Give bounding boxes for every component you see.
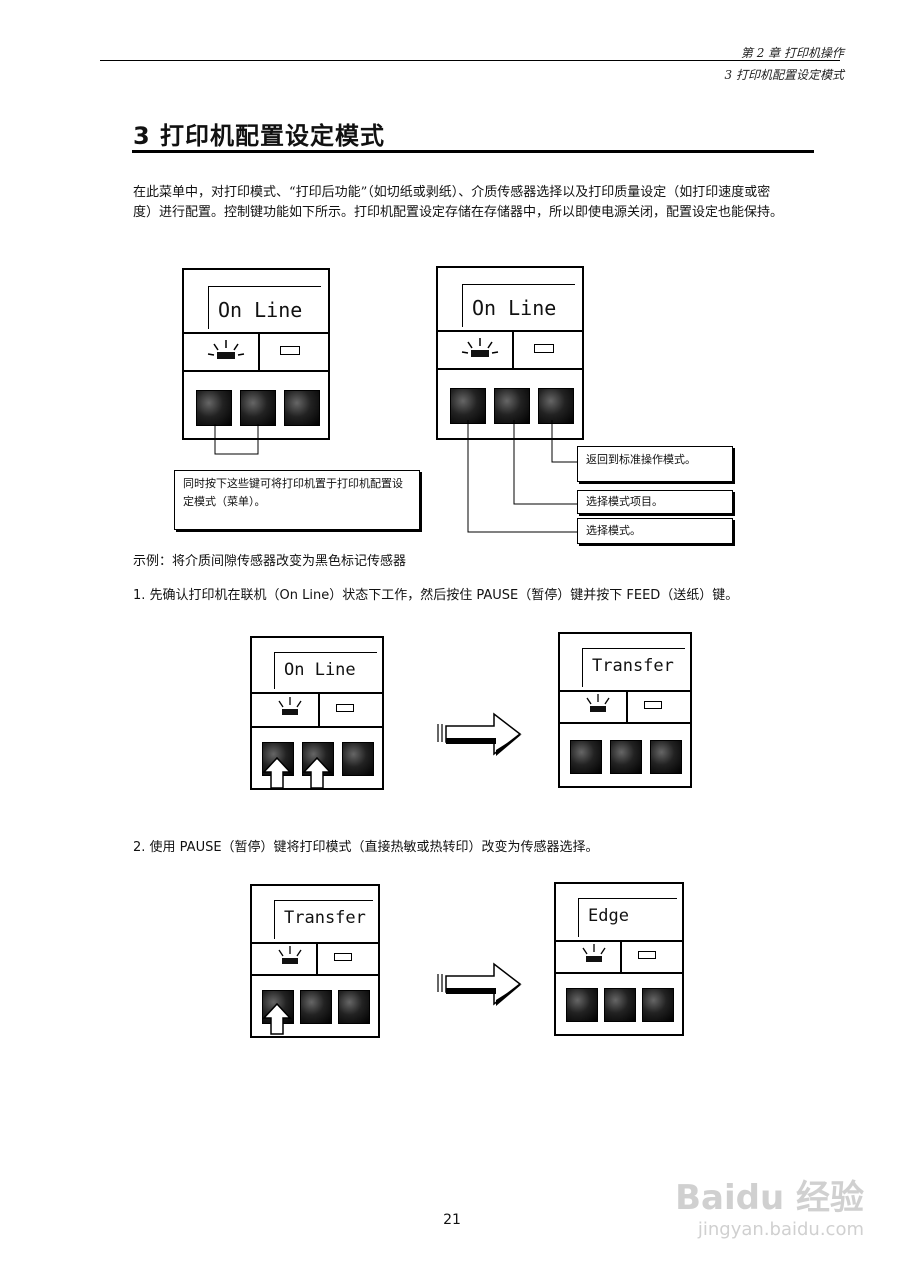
led-row — [560, 690, 690, 724]
pause-key[interactable] — [566, 988, 598, 1022]
printer-panel-fig1-right: On Line — [436, 266, 584, 440]
status-led-icon — [638, 951, 656, 959]
status-led-icon — [280, 346, 300, 355]
watermark-url: jingyan.baidu.com — [697, 1219, 864, 1240]
feed-key[interactable] — [494, 388, 530, 424]
blinking-led-icon — [207, 340, 245, 359]
feed-key[interactable] — [610, 740, 642, 774]
press-arrow-icon — [262, 1002, 292, 1035]
callout-key3: 返回到标准操作模式。 — [577, 446, 733, 482]
lcd-display: On Line — [252, 638, 382, 694]
lcd-text: On Line — [284, 660, 356, 680]
section-header: 3 打印机配置设定模式 — [724, 68, 844, 82]
transition-arrow-icon — [437, 962, 522, 1006]
blinking-led-icon — [582, 944, 606, 962]
lcd-text: Transfer — [592, 656, 674, 676]
feed-key[interactable] — [240, 390, 276, 426]
printer-panel-fig1-left: On Line — [182, 268, 330, 440]
lcd-display: Transfer — [252, 886, 378, 944]
pause-key[interactable] — [570, 740, 602, 774]
lcd-display: Edge — [556, 884, 682, 942]
callout-key1: 选择模式。 — [577, 518, 733, 544]
step-2-text: 2. 使用 PAUSE（暂停）键将打印模式（直接热敏或热转印）改变为传感器选择。 — [133, 840, 599, 855]
page-number: 21 — [443, 1212, 461, 1228]
example-label: 示例：将介质间隙传感器改变为黑色标记传感器 — [133, 554, 407, 569]
cancel-key[interactable] — [642, 988, 674, 1022]
baidu-watermark: Baidu 经验 jingyan.baidu.com — [675, 1170, 864, 1240]
status-led-icon — [336, 704, 354, 712]
press-arrow-icon — [302, 756, 332, 789]
title-rule — [132, 150, 814, 153]
blinking-led-icon — [586, 694, 610, 712]
status-led-icon — [534, 344, 554, 353]
cancel-key[interactable] — [342, 742, 374, 776]
feed-key[interactable] — [300, 990, 332, 1024]
lcd-text: Transfer — [284, 908, 366, 928]
lcd-text: Edge — [588, 906, 629, 926]
callout-key2: 选择模式项目。 — [577, 490, 733, 514]
press-arrow-icon — [262, 756, 292, 789]
blinking-led-icon — [461, 338, 499, 357]
feed-key[interactable] — [604, 988, 636, 1022]
lcd-display: Transfer — [560, 634, 690, 692]
chapter-header: 第 2 章 打印机操作 — [740, 46, 844, 60]
led-row — [184, 332, 328, 372]
status-led-icon — [644, 701, 662, 709]
printer-panel-step2-after: Edge — [554, 882, 684, 1036]
pause-key[interactable] — [450, 388, 486, 424]
callout-enter-config: 同时按下这些键可将打印机置于打印机配置设定模式（菜单）。 — [174, 470, 420, 530]
pause-key[interactable] — [196, 390, 232, 426]
printer-panel-step2-before: Transfer — [250, 884, 380, 1038]
step-1-text: 1. 先确认打印机在联机（On Line）状态下工作，然后按住 PAUSE（暂停… — [133, 588, 739, 603]
cancel-key[interactable] — [650, 740, 682, 774]
lcd-text: On Line — [472, 296, 557, 320]
led-row — [252, 942, 378, 976]
bracket-connector — [214, 424, 259, 455]
blinking-led-icon — [278, 697, 302, 715]
page-title: 3 打印机配置设定模式 — [133, 122, 386, 150]
led-row — [438, 330, 582, 370]
transition-arrow-icon — [437, 712, 522, 756]
header-rule — [100, 60, 840, 61]
printer-panel-step1-after: Transfer — [558, 632, 692, 788]
blinking-led-icon — [278, 946, 302, 964]
intro-paragraph: 在此菜单中，对打印模式、“打印后功能”（如切纸或剥纸）、介质传感器选择以及打印质… — [133, 185, 784, 220]
lcd-display: On Line — [184, 270, 328, 334]
led-row — [252, 692, 382, 728]
key-leader-lines — [467, 420, 578, 533]
lcd-text: On Line — [218, 298, 303, 322]
led-row — [556, 940, 682, 974]
status-led-icon — [334, 953, 352, 961]
cancel-key[interactable] — [538, 388, 574, 424]
cancel-key[interactable] — [284, 390, 320, 426]
lcd-display: On Line — [438, 268, 582, 332]
printer-panel-step1-before: On Line — [250, 636, 384, 790]
cancel-key[interactable] — [338, 990, 370, 1024]
watermark-brand: Baidu 经验 — [675, 1178, 864, 1218]
